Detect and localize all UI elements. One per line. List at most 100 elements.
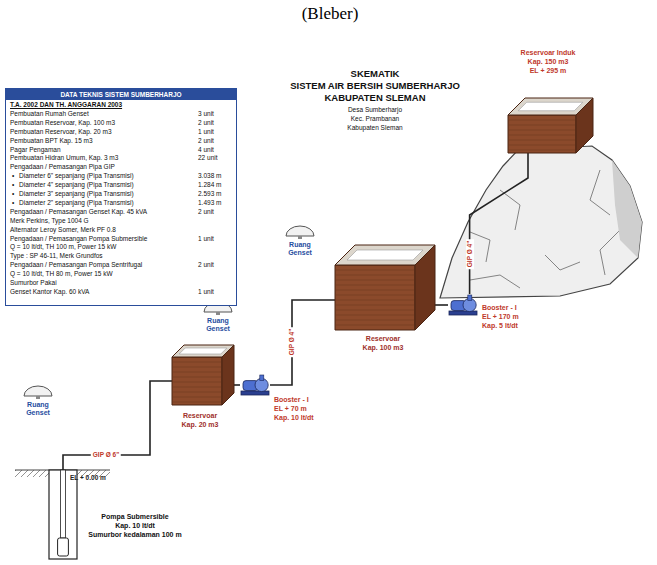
node-text: Reservoar Induk bbox=[521, 48, 576, 57]
pump-base bbox=[241, 391, 269, 395]
genset-label: Ruang Genset bbox=[19, 401, 57, 417]
table-cell: • bbox=[12, 199, 14, 206]
well-node: Pompa SubmersibleKap. 10 lt/dtSumurbor k… bbox=[48, 470, 78, 560]
table-value: 4 unit bbox=[198, 146, 214, 153]
node-text: EL + 170 m bbox=[482, 312, 519, 321]
reservoir-node: ReservoarKap. 100 m3 bbox=[335, 245, 435, 330]
table-value: 1.284 m bbox=[198, 181, 222, 188]
cube-top bbox=[508, 98, 593, 115]
cube-hatch bbox=[347, 250, 423, 260]
panel-title: DATA TEKNIS SISTEM SUMBERHARJO bbox=[6, 91, 236, 98]
well-drawing bbox=[48, 470, 78, 560]
cube-top bbox=[335, 245, 435, 265]
pump-base bbox=[449, 311, 477, 315]
table-cell: Sumurbor Pakai bbox=[10, 279, 57, 286]
panel-header: DATA TEKNIS SISTEM SUMBERHARJO bbox=[6, 89, 236, 100]
table-cell: Type : SP 46-11, Merk Grundfos bbox=[10, 252, 103, 259]
cube-hatch bbox=[179, 348, 227, 354]
table-cell: Pengadaan / Pemasangan Pompa Submersible bbox=[10, 235, 147, 242]
table-cell: Pembuatan Hidran Umum, Kap. 3 m3 bbox=[10, 154, 118, 161]
node-text: Booster - I bbox=[274, 395, 314, 404]
cube-drawing bbox=[335, 245, 435, 330]
node-text: Kap. 100 m3 bbox=[363, 343, 404, 352]
table-cell: Pembuatan Rumah Genset bbox=[10, 110, 89, 117]
genset-icon bbox=[286, 226, 314, 239]
location-line: Kabupaten Sleman bbox=[347, 124, 402, 131]
cube-hatch bbox=[518, 102, 583, 111]
dome-stem bbox=[36, 396, 40, 399]
table-cell: Diameter 6" sepanjang (Pipa Transmisi) bbox=[19, 172, 134, 179]
node-text: Reservoar bbox=[363, 334, 404, 343]
dome bbox=[24, 386, 52, 396]
brick-line bbox=[336, 315, 414, 316]
reservoir-node: ReservoarKap. 20 m3 bbox=[172, 345, 234, 405]
table-cell: Pembuatan Reservoar, Kap. 100 m3 bbox=[10, 119, 115, 126]
cube-drawing bbox=[508, 98, 593, 153]
table-value: 22 unit bbox=[198, 154, 218, 161]
pump-outlet bbox=[468, 295, 472, 301]
table-cell: Pengadaan / Pemasangan Genset Kap. 45 kV… bbox=[10, 208, 147, 215]
table-cell: Merk Perkins, Type 1004 G bbox=[10, 217, 89, 224]
pump-drawing bbox=[448, 294, 478, 316]
table-value: 2 unit bbox=[198, 137, 214, 144]
genset-icon bbox=[24, 386, 52, 399]
location-line: Kec. Prambanan bbox=[351, 115, 399, 122]
pipe-connector bbox=[435, 304, 448, 306]
node-label: Booster - IEL + 70 mKap. 10 lt/dt bbox=[274, 395, 314, 422]
pipe-label: GIP Ø 4" bbox=[288, 327, 296, 357]
cube-front bbox=[335, 265, 415, 330]
brick-line bbox=[173, 402, 221, 403]
table-value: 2.593 m bbox=[198, 190, 222, 197]
brick-line bbox=[173, 367, 221, 368]
elevation-label: EL + 0.00 m bbox=[70, 474, 106, 481]
table-cell: Diameter 4" sepanjang (Pipa Transmisi) bbox=[19, 181, 134, 188]
well-pipe bbox=[61, 470, 66, 538]
cube-front bbox=[508, 115, 576, 153]
table-cell: Diameter 2" sepanjang (Pipa Transmisi) bbox=[19, 199, 134, 206]
node-text: Pompa Submersible bbox=[88, 512, 181, 521]
node-text: Kap. 10 lt/dt bbox=[88, 521, 181, 530]
pipe-connector bbox=[234, 384, 240, 386]
brick-line bbox=[509, 145, 575, 146]
dome bbox=[286, 226, 314, 236]
brick-line bbox=[173, 372, 221, 373]
table-value: 1 unit bbox=[198, 128, 214, 135]
pump-outlet bbox=[260, 375, 264, 381]
table-value: 1 unit bbox=[198, 288, 214, 295]
table-cell: Pagar Pengaman bbox=[10, 146, 61, 153]
pipe-connector bbox=[470, 153, 528, 294]
booster-node: Booster - IEL + 170 mKap. 5 lt/dt bbox=[448, 294, 478, 316]
genset-label: Ruang Genset bbox=[199, 317, 237, 333]
pipe-label: GIP Ø 6" bbox=[91, 451, 121, 459]
node-label: Booster - IEL + 170 mKap. 5 lt/dt bbox=[482, 303, 519, 330]
node-text: Kap. 10 lt/dt bbox=[274, 413, 314, 422]
hill-rock bbox=[440, 146, 642, 298]
table-cell: • bbox=[12, 181, 14, 188]
node-text: EL + 70 m bbox=[274, 404, 314, 413]
submersible-pump bbox=[58, 538, 69, 556]
diagram-title: SKEMATIK bbox=[351, 68, 400, 79]
reservoir-node: Reservoar IndukKap. 150 m3EL + 295 m bbox=[508, 98, 593, 153]
table-cell: Q = 10 lt/dt, TH 80 m, Power 15 kW bbox=[10, 270, 113, 277]
table-value: 2 unit bbox=[198, 261, 214, 268]
node-text: Booster - I bbox=[482, 303, 519, 312]
brick-line bbox=[336, 320, 414, 321]
table-cell: • bbox=[12, 190, 14, 197]
dome-stem bbox=[216, 312, 220, 315]
brick-line bbox=[173, 387, 221, 388]
table-value: 1 unit bbox=[198, 235, 214, 242]
brick-line bbox=[336, 280, 414, 281]
hill-shade bbox=[612, 160, 642, 258]
brick-line bbox=[173, 397, 221, 398]
node-text: Kap. 150 m3 bbox=[521, 57, 576, 66]
node-label: Pompa SubmersibleKap. 10 lt/dtSumurbor k… bbox=[88, 512, 181, 539]
pipe-label: GIP Ø 4" bbox=[466, 239, 474, 269]
hill-crack bbox=[470, 170, 620, 288]
brick-line bbox=[173, 362, 221, 363]
brick-line bbox=[336, 300, 414, 301]
brick-line bbox=[336, 305, 414, 306]
cube-drawing bbox=[172, 345, 234, 405]
brick-line bbox=[509, 150, 575, 151]
page-heading: (Bleber) bbox=[302, 4, 359, 24]
